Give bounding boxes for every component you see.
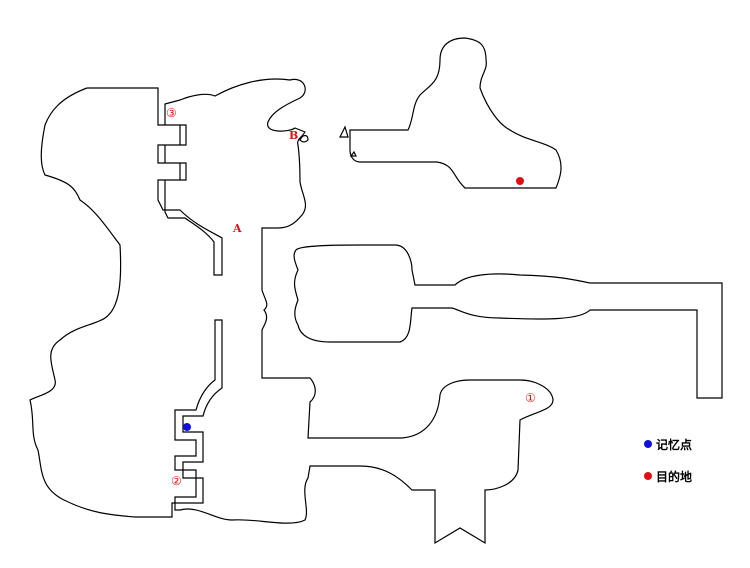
map-wall-northeast-cave (349, 37, 562, 189)
map-wall-fragment-3 (349, 150, 357, 157)
marker-2: ② (171, 474, 182, 488)
legend-destination-dot (644, 472, 652, 480)
legend-save-point-dot (644, 440, 652, 448)
marker-1: ① (525, 391, 536, 405)
map-wall-east-arm (293, 244, 723, 399)
legend-destination-label: 目的地 (656, 469, 692, 484)
marker-3: ③ (166, 106, 177, 120)
destination-dot (516, 177, 524, 185)
legend-save-point-label: 记忆点 (656, 437, 692, 452)
map-wall-fragment-2 (339, 125, 349, 138)
save-point-dot (183, 423, 191, 431)
marker-b: B (289, 129, 298, 142)
map-legend: 记忆点 目的地 (644, 437, 692, 484)
marker-a: A (232, 222, 242, 235)
map-wall-west-hall (29, 78, 554, 545)
map-wall-fragment-1 (299, 134, 309, 143)
